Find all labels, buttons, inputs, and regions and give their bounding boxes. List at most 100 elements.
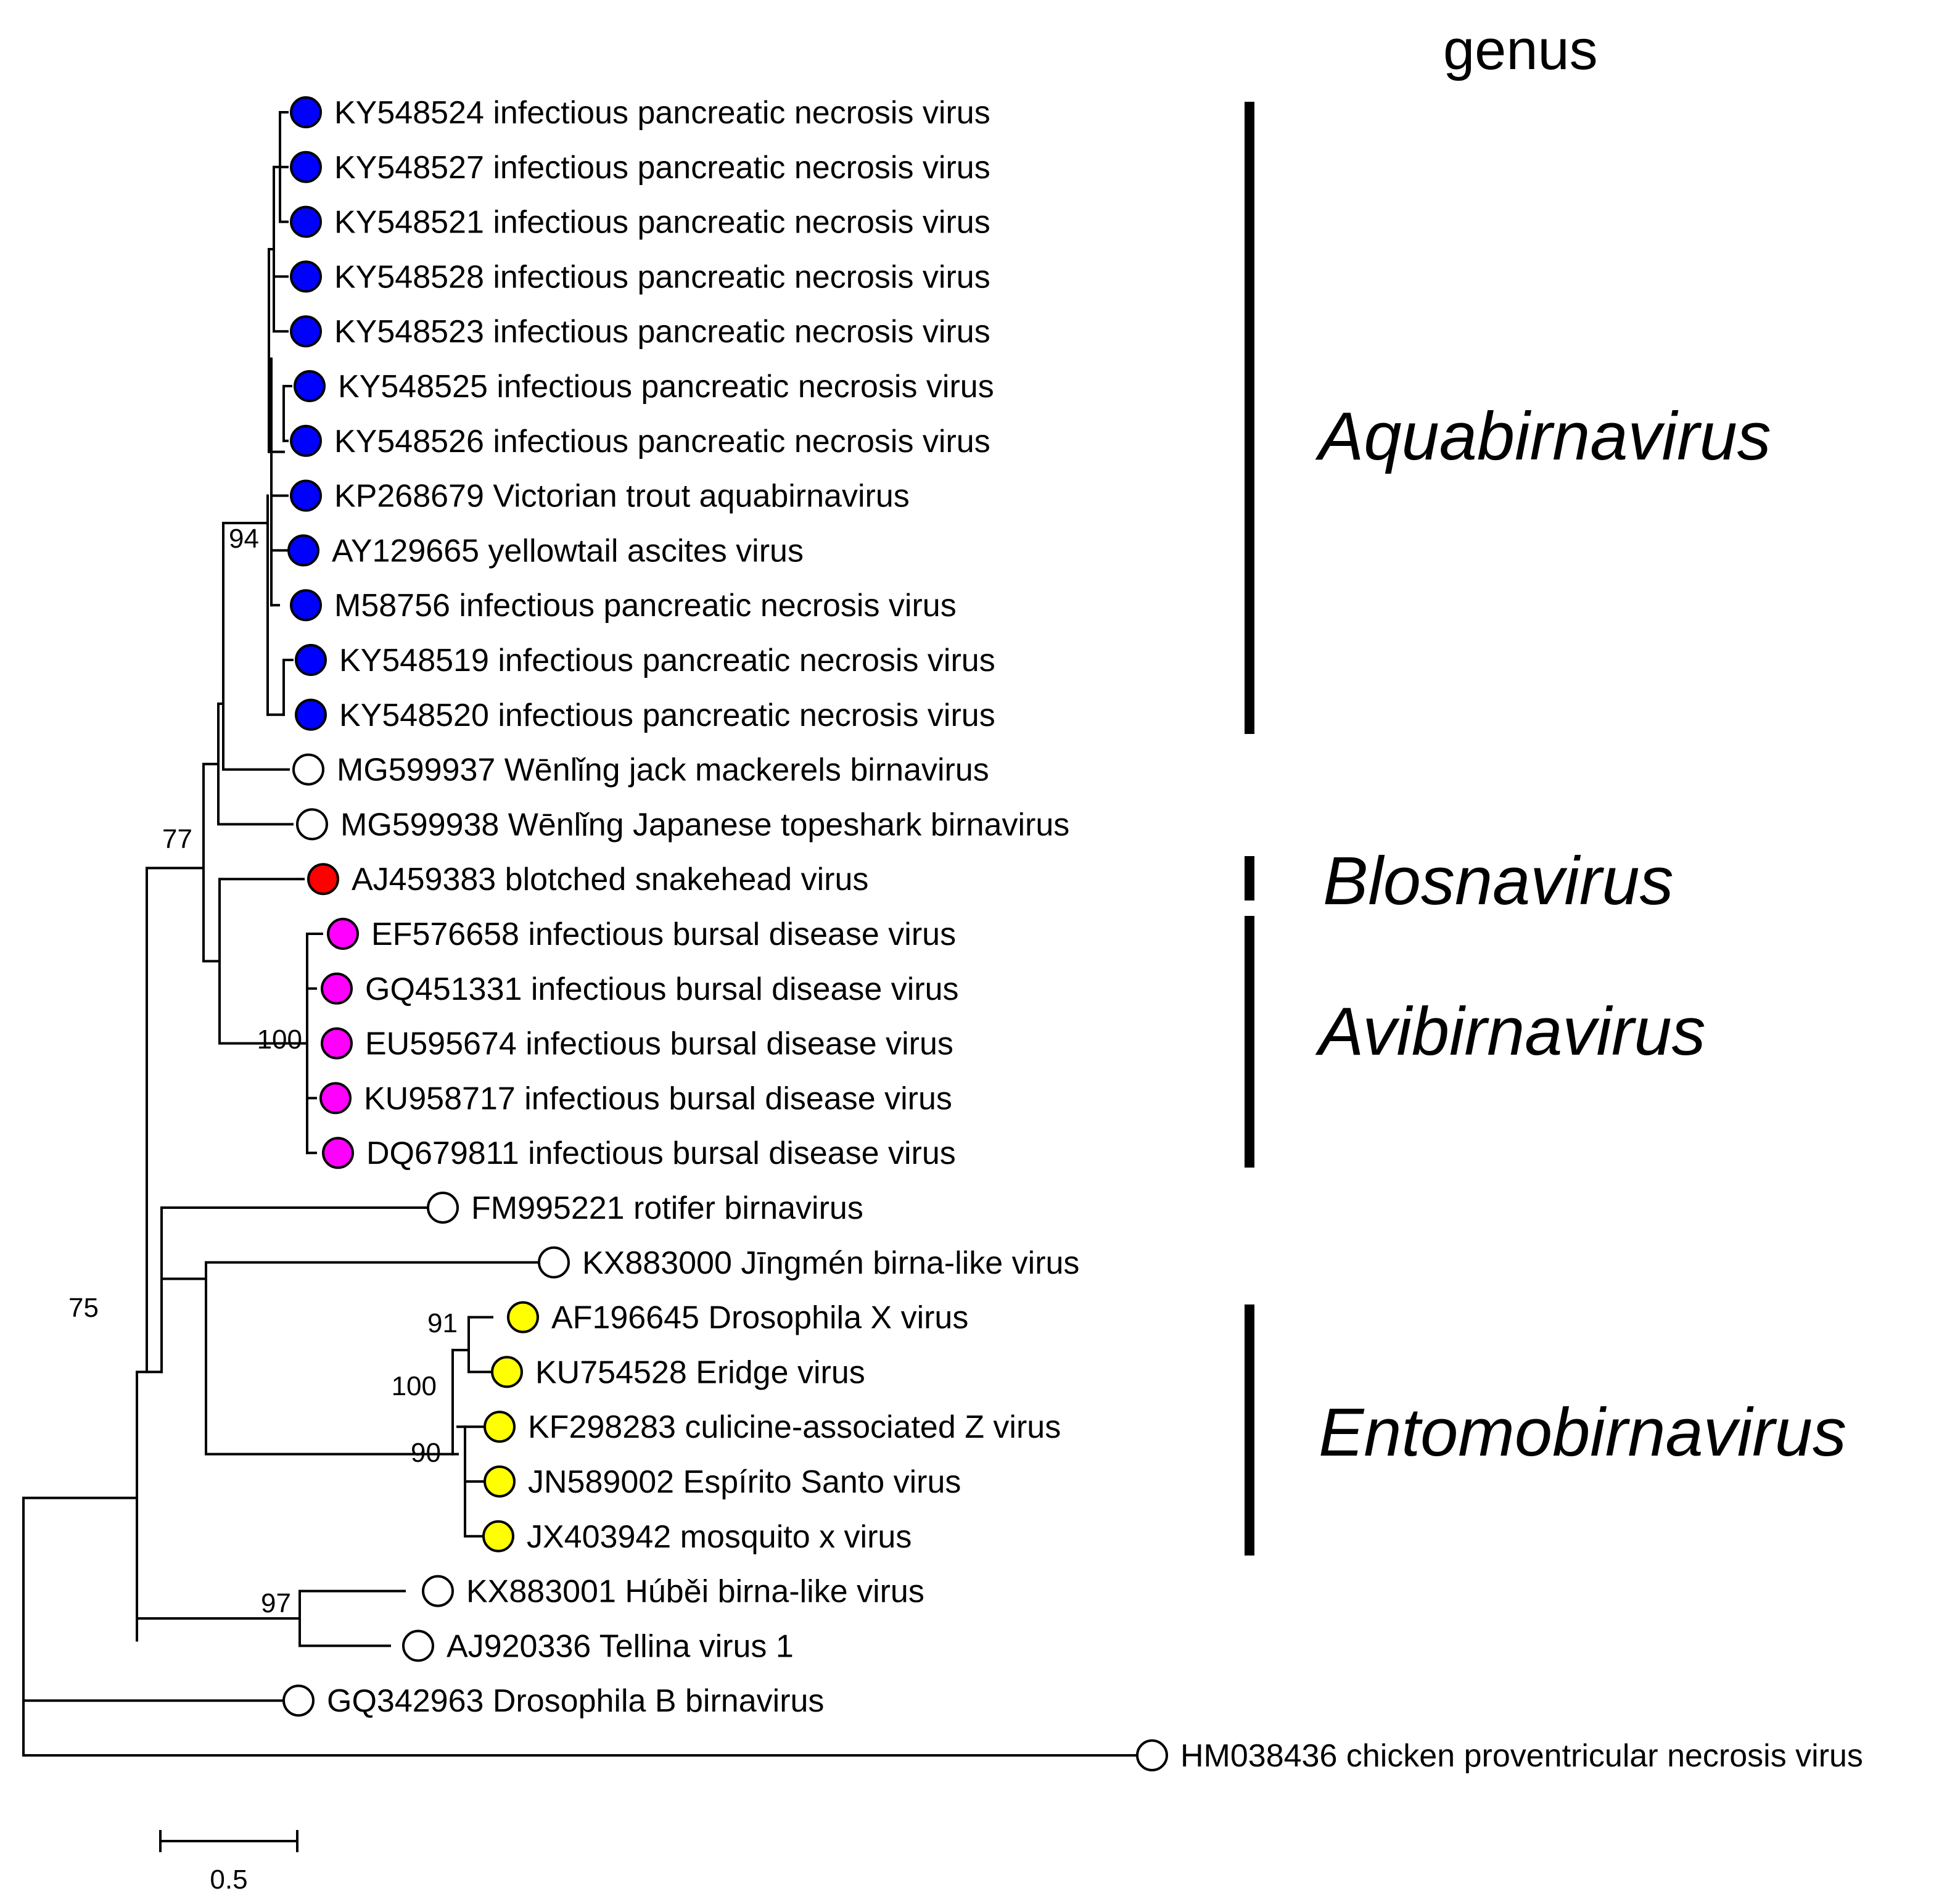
taxon-label: M58756 infectious pancreatic necrosis vi… <box>334 588 957 624</box>
genus-bracket-blosnavirus <box>1245 856 1254 900</box>
taxon: KX883001 Húběi birna-like virus <box>422 1574 924 1610</box>
taxon-label: KX883000 Jīngmén birna-like virus <box>582 1245 1079 1281</box>
taxa: KY548524 infectious pancreatic necrosis … <box>282 95 1863 1774</box>
genus-heading: genus <box>1443 19 1598 81</box>
taxon: KY548520 infectious pancreatic necrosis … <box>295 698 995 733</box>
taxon-label: KU958717 infectious bursal disease virus <box>364 1081 952 1116</box>
tree-branch <box>451 1316 493 1351</box>
tree-branch <box>217 703 294 826</box>
taxon-label: KY548526 infectious pancreatic necrosis … <box>334 424 990 460</box>
taxon: EF576658 infectious bursal disease virus <box>327 917 956 952</box>
taxon: M58756 infectious pancreatic necrosis vi… <box>290 588 957 624</box>
taxon-marker <box>321 972 353 1005</box>
taxon-marker <box>290 589 322 622</box>
scale-bar-label: 0.5 <box>210 1865 247 1895</box>
taxon-label: KP268679 Victorian trout aquabirnavirus <box>334 479 910 514</box>
taxon-label: MG599937 Wēnlǐng jack mackerels birnavir… <box>337 752 989 788</box>
taxon-label: MG599938 Wēnlǐng Japanese topeshark birn… <box>340 807 1069 843</box>
taxon-marker <box>538 1246 570 1279</box>
bootstrap-label: 91 <box>427 1308 458 1338</box>
taxon-marker <box>287 534 319 567</box>
taxon-marker <box>282 1684 315 1717</box>
taxon-marker <box>290 479 322 512</box>
taxon-label: AJ920336 Tellina virus 1 <box>447 1628 794 1664</box>
taxon-marker <box>491 1356 523 1388</box>
taxon-label: JX403942 mosquito x virus <box>527 1519 912 1555</box>
taxon-label: DQ679811 infectious bursal disease virus <box>366 1135 956 1171</box>
taxon: AJ920336 Tellina virus 1 <box>402 1628 794 1664</box>
taxon: KY548526 infectious pancreatic necrosis … <box>290 424 990 460</box>
taxon: AF196645 Drosophila X virus <box>507 1300 968 1336</box>
genus-label-aquabirnavirus: Aquabirnavirus <box>1315 398 1771 474</box>
taxon-marker <box>319 1082 352 1115</box>
tree-branch <box>160 1277 207 1374</box>
taxon: JX403942 mosquito x virus <box>482 1519 912 1555</box>
taxon-marker <box>290 424 322 457</box>
taxon-marker <box>482 1520 514 1552</box>
taxon-label: GQ451331 infectious bursal disease virus <box>365 971 959 1007</box>
taxon-marker <box>295 698 327 731</box>
taxon-label: GQ342963 Drosophila B birnavirus <box>327 1683 824 1719</box>
taxon: KF298283 culicine-associated Z virus <box>484 1409 1061 1445</box>
bootstrap-label: 77 <box>162 824 192 854</box>
taxon: AJ459383 blotched snakehead virus <box>307 862 868 897</box>
taxon-marker <box>422 1575 454 1607</box>
bootstrap-label: 100 <box>257 1024 302 1055</box>
taxon-marker <box>290 315 322 348</box>
taxon: EU595674 infectious bursal disease virus <box>321 1026 953 1062</box>
taxon-marker <box>292 753 324 786</box>
genus-label-entomobirnavirus: Entomobirnavirus <box>1319 1395 1846 1470</box>
taxon-label: KY548528 infectious pancreatic necrosis … <box>334 259 990 295</box>
tree-branch <box>268 357 289 552</box>
taxon: KY548519 infectious pancreatic necrosis … <box>295 643 995 678</box>
taxon: KU754528 Eridge virus <box>491 1354 865 1390</box>
taxon-label: KY548520 infectious pancreatic necrosis … <box>339 698 995 733</box>
bootstrap-label: 97 <box>261 1588 291 1618</box>
taxon-marker <box>290 205 322 238</box>
bootstrap-label: 94 <box>229 524 259 554</box>
taxon: MG599938 Wēnlǐng Japanese topeshark birn… <box>296 807 1069 843</box>
taxon-marker <box>290 150 322 183</box>
tree-branches <box>22 111 1140 1757</box>
taxon-marker <box>484 1465 516 1498</box>
tree-branch <box>205 1277 454 1456</box>
taxon: KU958717 infectious bursal disease virus <box>319 1081 952 1116</box>
taxon-label: KY548519 infectious pancreatic necrosis … <box>339 643 995 678</box>
taxon-marker <box>294 370 326 402</box>
taxon: AY129665 yellowtail ascites virus <box>287 533 804 569</box>
taxon: KY548523 infectious pancreatic necrosis … <box>290 314 990 350</box>
taxon-label: EF576658 infectious bursal disease virus <box>371 917 956 952</box>
taxon-label: KY548524 infectious pancreatic necrosis … <box>334 95 990 131</box>
taxon-marker <box>402 1630 434 1662</box>
tree-branch <box>467 1348 493 1374</box>
tree-branch <box>22 1496 1140 1757</box>
taxon-label: AJ459383 blotched snakehead virus <box>352 862 868 897</box>
taxon-marker <box>322 1137 354 1169</box>
tree-branch <box>298 1617 391 1647</box>
taxon-marker <box>290 260 322 293</box>
taxon: KY548527 infectious pancreatic necrosis … <box>290 150 990 186</box>
taxon: JN589002 Espírito Santo virus <box>484 1464 961 1500</box>
taxon-marker <box>1136 1739 1168 1771</box>
taxon-marker <box>484 1411 516 1443</box>
taxon: DQ679811 infectious bursal disease virus <box>322 1135 956 1171</box>
taxon-label: KY548523 infectious pancreatic necrosis … <box>334 314 990 350</box>
taxon-label: AY129665 yellowtail ascites virus <box>332 533 804 569</box>
genus-bracket-avibirnavirus <box>1245 916 1254 1168</box>
genus-label-avibirnavirus: Avibirnavirus <box>1315 994 1706 1069</box>
tree-branch <box>146 867 205 1374</box>
tree-branch <box>298 1589 406 1620</box>
genus-bracket-entomobirnavirus <box>1245 1304 1254 1556</box>
genus-label-blosnavirus: Blosnavirus <box>1323 843 1674 919</box>
taxon-label: KY548525 infectious pancreatic necrosis … <box>338 369 994 405</box>
taxon: GQ451331 infectious bursal disease virus <box>321 971 959 1007</box>
taxon-label: EU595674 infectious bursal disease virus <box>365 1026 953 1062</box>
tree-branch <box>202 762 221 963</box>
scale-bar <box>159 1830 298 1852</box>
bootstrap-label: 90 <box>411 1438 441 1468</box>
tree-branch <box>205 1261 540 1280</box>
taxon-marker <box>296 808 328 841</box>
taxon: KY548521 infectious pancreatic necrosis … <box>290 205 990 241</box>
taxon: MG599937 Wēnlǐng jack mackerels birnavir… <box>292 752 989 788</box>
